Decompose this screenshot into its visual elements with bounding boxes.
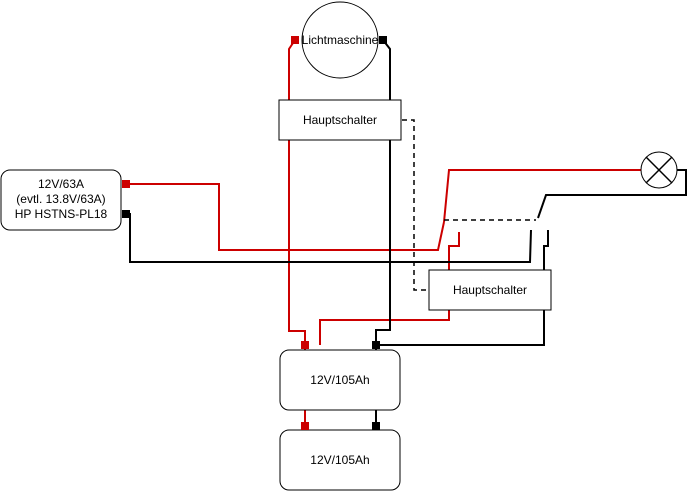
terminals <box>122 36 387 430</box>
power-supply-line-2: (evtl. 13.8V/63A) <box>16 192 105 206</box>
lamp-icon <box>640 151 678 189</box>
alternator: Lichtmaschine <box>301 1 379 79</box>
battery-top: 12V/105Ah <box>279 349 401 411</box>
psu-negative-wire <box>127 213 532 263</box>
battery-bottom-negative-terminal <box>372 422 380 430</box>
power-supply-line-1: 12V/63A <box>38 177 84 191</box>
alternator-negative-wire <box>375 39 391 345</box>
main-switch-top-label: Hauptschalter <box>303 113 377 127</box>
battery-bottom-label: 12V/105Ah <box>310 453 369 467</box>
main-switch-bottom: Hauptschalter <box>428 269 552 311</box>
battery-bottom: 12V/105Ah <box>279 429 401 491</box>
alternator-negative-terminal <box>379 36 387 44</box>
alternator-label: Lichtmaschine <box>302 33 379 47</box>
psu-negative-terminal <box>122 210 130 218</box>
battery-top-negative-terminal <box>372 341 380 349</box>
main-switch-top: Hauptschalter <box>278 99 402 141</box>
psu-positive-terminal <box>122 180 130 188</box>
psu-positive-wire <box>127 183 445 251</box>
alternator-positive-terminal <box>291 36 299 44</box>
alternator-positive-wire <box>288 39 306 345</box>
switch-linkage <box>402 119 536 291</box>
battery-top-label: 12V/105Ah <box>310 373 369 387</box>
power-supply-line-3: HP HSTNS-PL18 <box>15 207 108 221</box>
lamp-negative-wire <box>537 169 687 219</box>
switch-negative-return-wire <box>376 230 549 346</box>
battery-bottom-positive-terminal <box>301 422 309 430</box>
negative-wires <box>127 39 687 426</box>
power-supply: 12V/63A (evtl. 13.8V/63A) HP HSTNS-PL18 <box>0 169 122 231</box>
main-switch-bottom-label: Hauptschalter <box>453 283 527 297</box>
linkage-vertical <box>402 119 428 291</box>
lamp-positive-wire <box>443 169 641 223</box>
battery-top-positive-terminal <box>301 341 309 349</box>
